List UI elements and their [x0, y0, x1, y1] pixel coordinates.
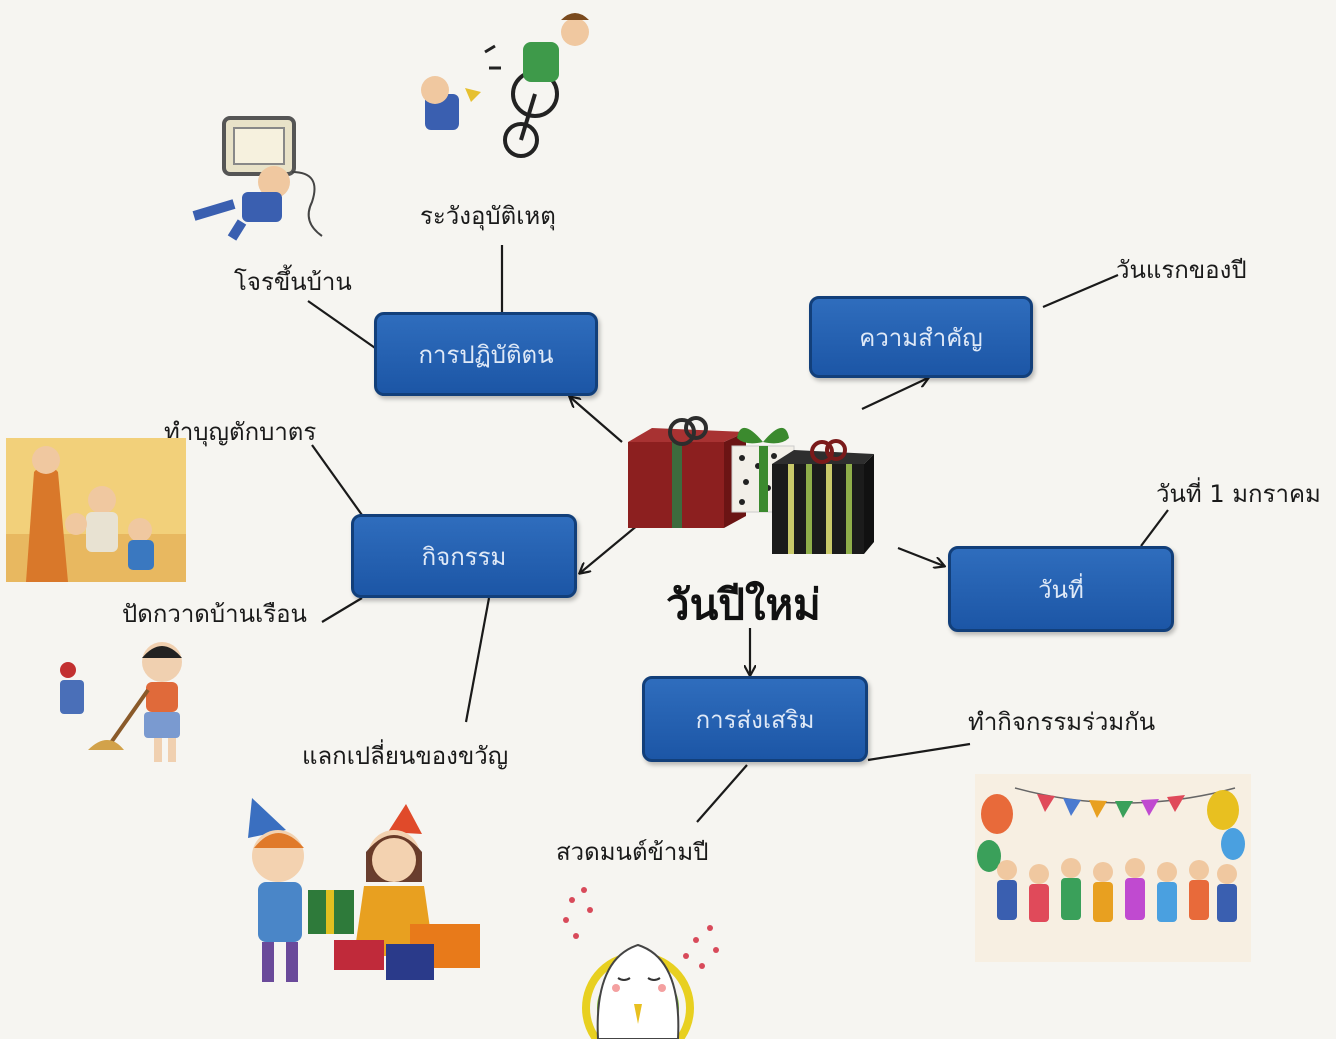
leaf-first-day: วันแรกของปี: [1116, 256, 1247, 284]
line-burglar: [307, 300, 379, 351]
praying-illustration: [563, 887, 719, 1039]
leaf-together: ทำกิจกรรมร่วมกัน: [968, 708, 1156, 736]
node-importance[interactable]: ความสำคัญ: [809, 296, 1033, 378]
line-first-day: [1042, 273, 1119, 309]
sweeping-illustration: [60, 642, 182, 762]
leaf-cleaning: ปัดกวาดบ้านเรือน: [122, 600, 307, 628]
gift-boxes-icon: [628, 416, 874, 554]
line-merit: [311, 444, 363, 516]
leaf-merit: ทำบุญตักบาตร: [164, 418, 317, 446]
arrow-to-practice: [570, 397, 623, 443]
gift-exchange-illustration: [248, 798, 480, 982]
arrow-to-importance: [861, 378, 928, 410]
leaf-burglar: โจรขึ้นบ้าน: [234, 268, 352, 296]
line-jan1: [1140, 509, 1169, 547]
leaf-gifts: แลกเปลี่ยนของขวัญ: [302, 742, 509, 770]
line-cleaning: [321, 597, 363, 623]
line-prayer: [696, 764, 748, 823]
leaf-accident: ระวังอุบัติเหตุ: [420, 202, 556, 230]
bicycle-accident-illustration: [421, 13, 589, 158]
line-together: [867, 742, 971, 762]
node-activities[interactable]: กิจกรรม: [351, 514, 577, 598]
center-title: วันปีใหม่: [666, 580, 821, 629]
party-illustration: [975, 774, 1251, 962]
node-date[interactable]: วันที่: [948, 546, 1174, 632]
burglar-illustration: [192, 116, 323, 241]
node-promotion[interactable]: การส่งเสริม: [642, 676, 868, 762]
leaf-prayer: สวดมนต์ข้ามปี: [556, 838, 709, 866]
node-practice[interactable]: การปฏิบัติตน: [374, 312, 598, 396]
arrow-to-date: [897, 546, 944, 566]
merit-making-illustration: [6, 438, 186, 582]
leaf-jan1: วันที่ 1 มกราคม: [1156, 480, 1321, 508]
line-gifts: [464, 597, 491, 723]
